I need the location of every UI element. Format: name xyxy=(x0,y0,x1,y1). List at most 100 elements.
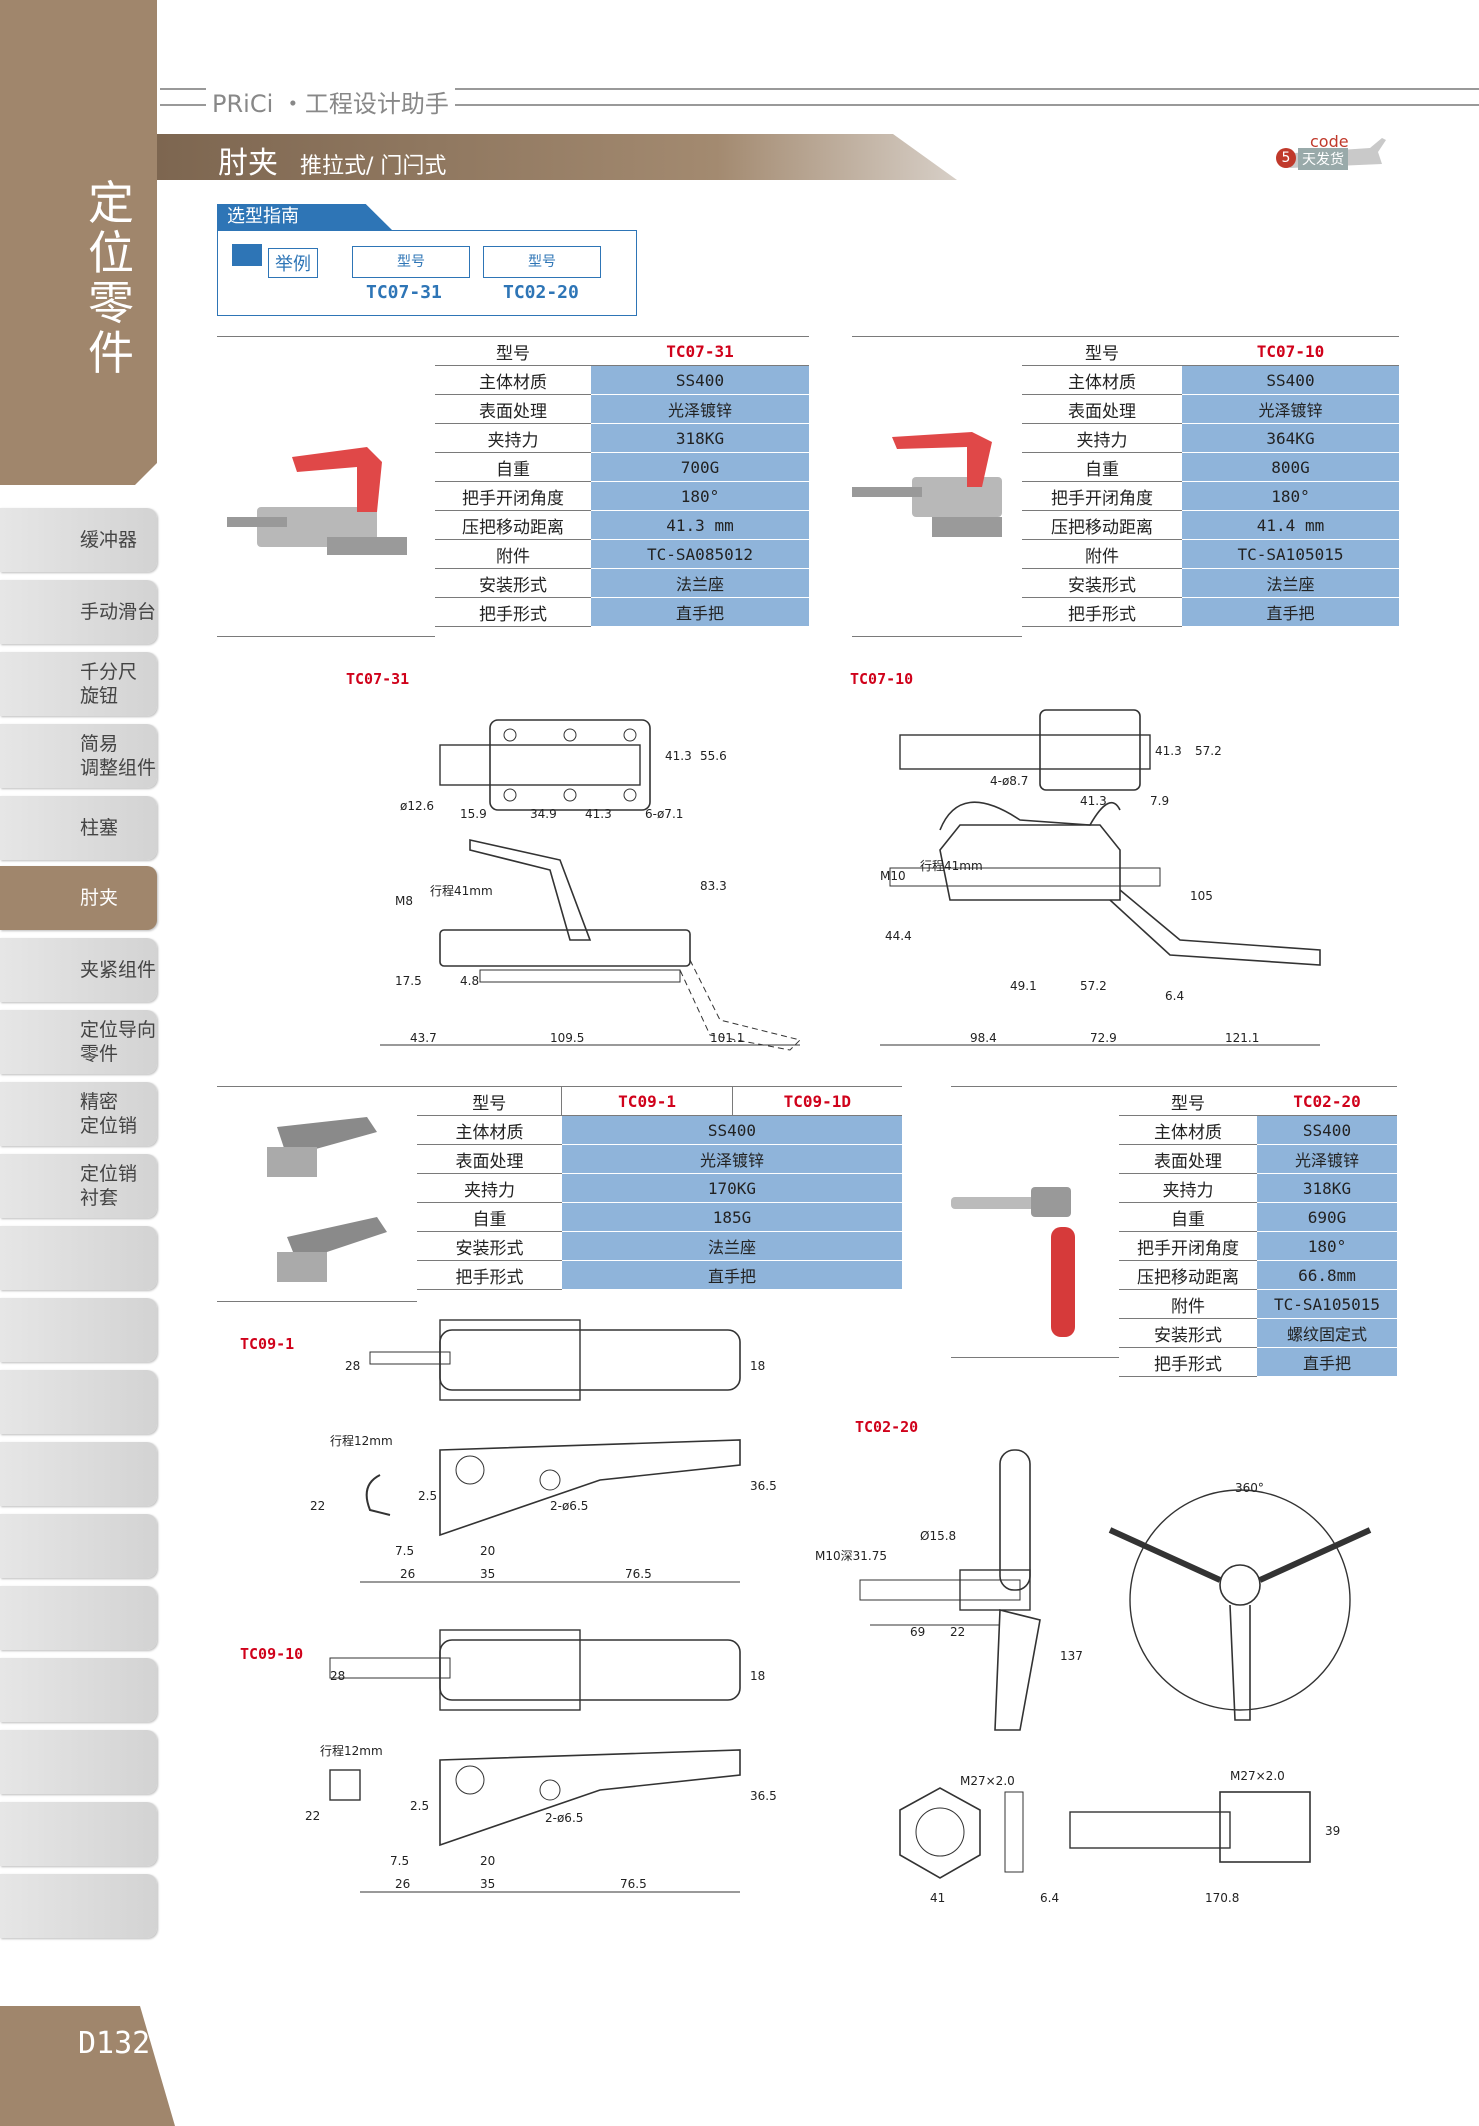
sidebar-item[interactable]: 千分尺 旋钮 xyxy=(0,652,157,716)
tc07-10-dimensions: 41.3 57.2 4-ø8.7 41.3 7.9 M10 行程41mm 105… xyxy=(880,744,1259,1045)
dim: 76.5 xyxy=(620,1877,647,1891)
guide-card: 型号 xyxy=(483,246,601,278)
spec-value: 直手把 xyxy=(1257,1347,1397,1377)
drawing-label: TC07-31 xyxy=(346,670,410,688)
sidebar-item[interactable]: 精密 定位销 xyxy=(0,1082,157,1146)
sidebar-item[interactable]: 肘夹 xyxy=(0,866,157,930)
spec-value: 螺纹固定式 xyxy=(1257,1318,1397,1348)
sidebar-item[interactable]: 简易 调整组件 xyxy=(0,724,157,788)
spec-key: 主体材质 xyxy=(1022,365,1182,395)
dim: 22 xyxy=(310,1499,325,1513)
table-row: 把手形式直手把 xyxy=(435,597,809,627)
tc09-1-dimensions: 28 18 行程12mm 22 2.5 2-ø6.5 36.5 7.5 20 2… xyxy=(310,1359,777,1581)
dim: 2-ø6.5 xyxy=(550,1499,588,1513)
dim: Ø15.8 xyxy=(920,1529,956,1543)
spec-value: TC07-10 xyxy=(1182,336,1399,366)
spec-key: 型号 xyxy=(417,1086,562,1116)
spec-key: 型号 xyxy=(1119,1086,1257,1116)
dim: 41.3 xyxy=(1080,794,1107,808)
tc07-31-dimensions: 41.3 55.6 ø12.6 15.9 34.9 41.3 6-ø7.1 M8… xyxy=(395,749,744,1045)
spec-key: 把手开闭角度 xyxy=(435,481,591,511)
sidebar-item[interactable]: 手动滑台 xyxy=(0,580,157,644)
sidebar-item[interactable]: 夹紧组件 xyxy=(0,938,157,1002)
spec-key: 表面处理 xyxy=(1022,394,1182,424)
dim: 2-ø6.5 xyxy=(545,1811,583,1825)
dim: 20 xyxy=(480,1544,495,1558)
spec-value: 光泽镀锌 xyxy=(1257,1144,1397,1174)
table-row: 把手形式直手把 xyxy=(1119,1347,1397,1377)
dim: 55.6 xyxy=(700,749,727,763)
dim: 76.5 xyxy=(625,1567,652,1581)
dim: 行程41mm xyxy=(430,883,493,898)
spec-value: 法兰座 xyxy=(591,568,809,598)
sidebar-item-label: 精密 定位销 xyxy=(80,1091,138,1137)
dim: 69 xyxy=(910,1625,925,1639)
dim: 7.9 xyxy=(1150,794,1169,808)
spec-key: 把手形式 xyxy=(1119,1347,1257,1377)
dim: 17.5 xyxy=(395,974,422,988)
guide-card: 型号 xyxy=(352,246,470,278)
sidebar-item[interactable]: 柱塞 xyxy=(0,796,157,860)
dim: 41.3 xyxy=(1155,744,1182,758)
spec-key: 安装形式 xyxy=(1022,568,1182,598)
sidebar-blank-tab xyxy=(0,1730,157,1794)
spec-value: 直手把 xyxy=(1182,597,1399,627)
dim: 44.4 xyxy=(885,929,912,943)
product-photo-frame xyxy=(852,336,1022,637)
dim: 6.4 xyxy=(1165,989,1184,1003)
dim: M10 xyxy=(880,869,906,883)
spec-value: 法兰座 xyxy=(561,1231,902,1261)
dim: 20 xyxy=(480,1854,495,1868)
dim: 170.8 xyxy=(1205,1891,1239,1905)
table-row: 表面处理光泽镀锌 xyxy=(435,394,809,424)
table-row: 把手形式直手把 xyxy=(1022,597,1399,627)
guide-model[interactable]: TC02-20 xyxy=(503,282,579,303)
spec-value: 光泽镀锌 xyxy=(561,1144,902,1174)
dim: 105 xyxy=(1190,889,1213,903)
dim: 360° xyxy=(1235,1481,1264,1495)
dim: 101.1 xyxy=(710,1031,744,1045)
guide-model[interactable]: TC07-31 xyxy=(366,282,442,303)
spec-value: TC-SA105015 xyxy=(1257,1289,1397,1319)
spec-value: 41.4 mm xyxy=(1182,510,1399,540)
sidebar-item-label: 千分尺 旋钮 xyxy=(80,661,138,707)
page-number: D1327 xyxy=(78,2026,169,2061)
spec-key: 夹持力 xyxy=(417,1173,562,1203)
dim: 行程41mm xyxy=(920,858,983,873)
spec-value: 318KG xyxy=(591,423,809,453)
spec-key: 压把移动距离 xyxy=(1119,1260,1257,1290)
page-title: 肘夹 xyxy=(218,146,278,181)
spec-key: 把手开闭角度 xyxy=(1022,481,1182,511)
spec-value: 180° xyxy=(591,481,809,511)
spec-key: 自重 xyxy=(417,1202,562,1232)
spec-key: 表面处理 xyxy=(417,1144,562,1174)
sidebar-item[interactable]: 缓冲器 xyxy=(0,508,157,572)
sidebar-item[interactable]: 定位销 衬套 xyxy=(0,1154,157,1218)
model-header: TC09-1 xyxy=(561,1086,733,1116)
dim: 行程12mm xyxy=(330,1433,393,1448)
spec-key: 型号 xyxy=(1022,336,1182,366)
spec-value: TC02-20 xyxy=(1257,1086,1397,1116)
tc09-photo xyxy=(267,1117,387,1282)
drawing-label: TC02-20 xyxy=(855,1418,919,1436)
dim: 72.9 xyxy=(1090,1031,1117,1045)
spec-value: SS400 xyxy=(1257,1115,1397,1145)
dim: 26 xyxy=(395,1877,410,1891)
spec-key: 附件 xyxy=(1119,1289,1257,1319)
dim: 2.5 xyxy=(410,1799,429,1813)
dim: 98.4 xyxy=(970,1031,997,1045)
sidebar-item-label: 定位导向 零件 xyxy=(80,1019,157,1065)
dim: 18 xyxy=(750,1669,765,1683)
dim: 137 xyxy=(1060,1649,1083,1663)
drawing-label: TC09-10 xyxy=(240,1645,304,1663)
dim: 43.7 xyxy=(410,1031,437,1045)
sidebar-item[interactable]: 定位导向 零件 xyxy=(0,1010,157,1074)
dim: 26 xyxy=(400,1567,415,1581)
spec-value: 690G xyxy=(1257,1202,1397,1232)
spec-key: 夹持力 xyxy=(435,423,591,453)
